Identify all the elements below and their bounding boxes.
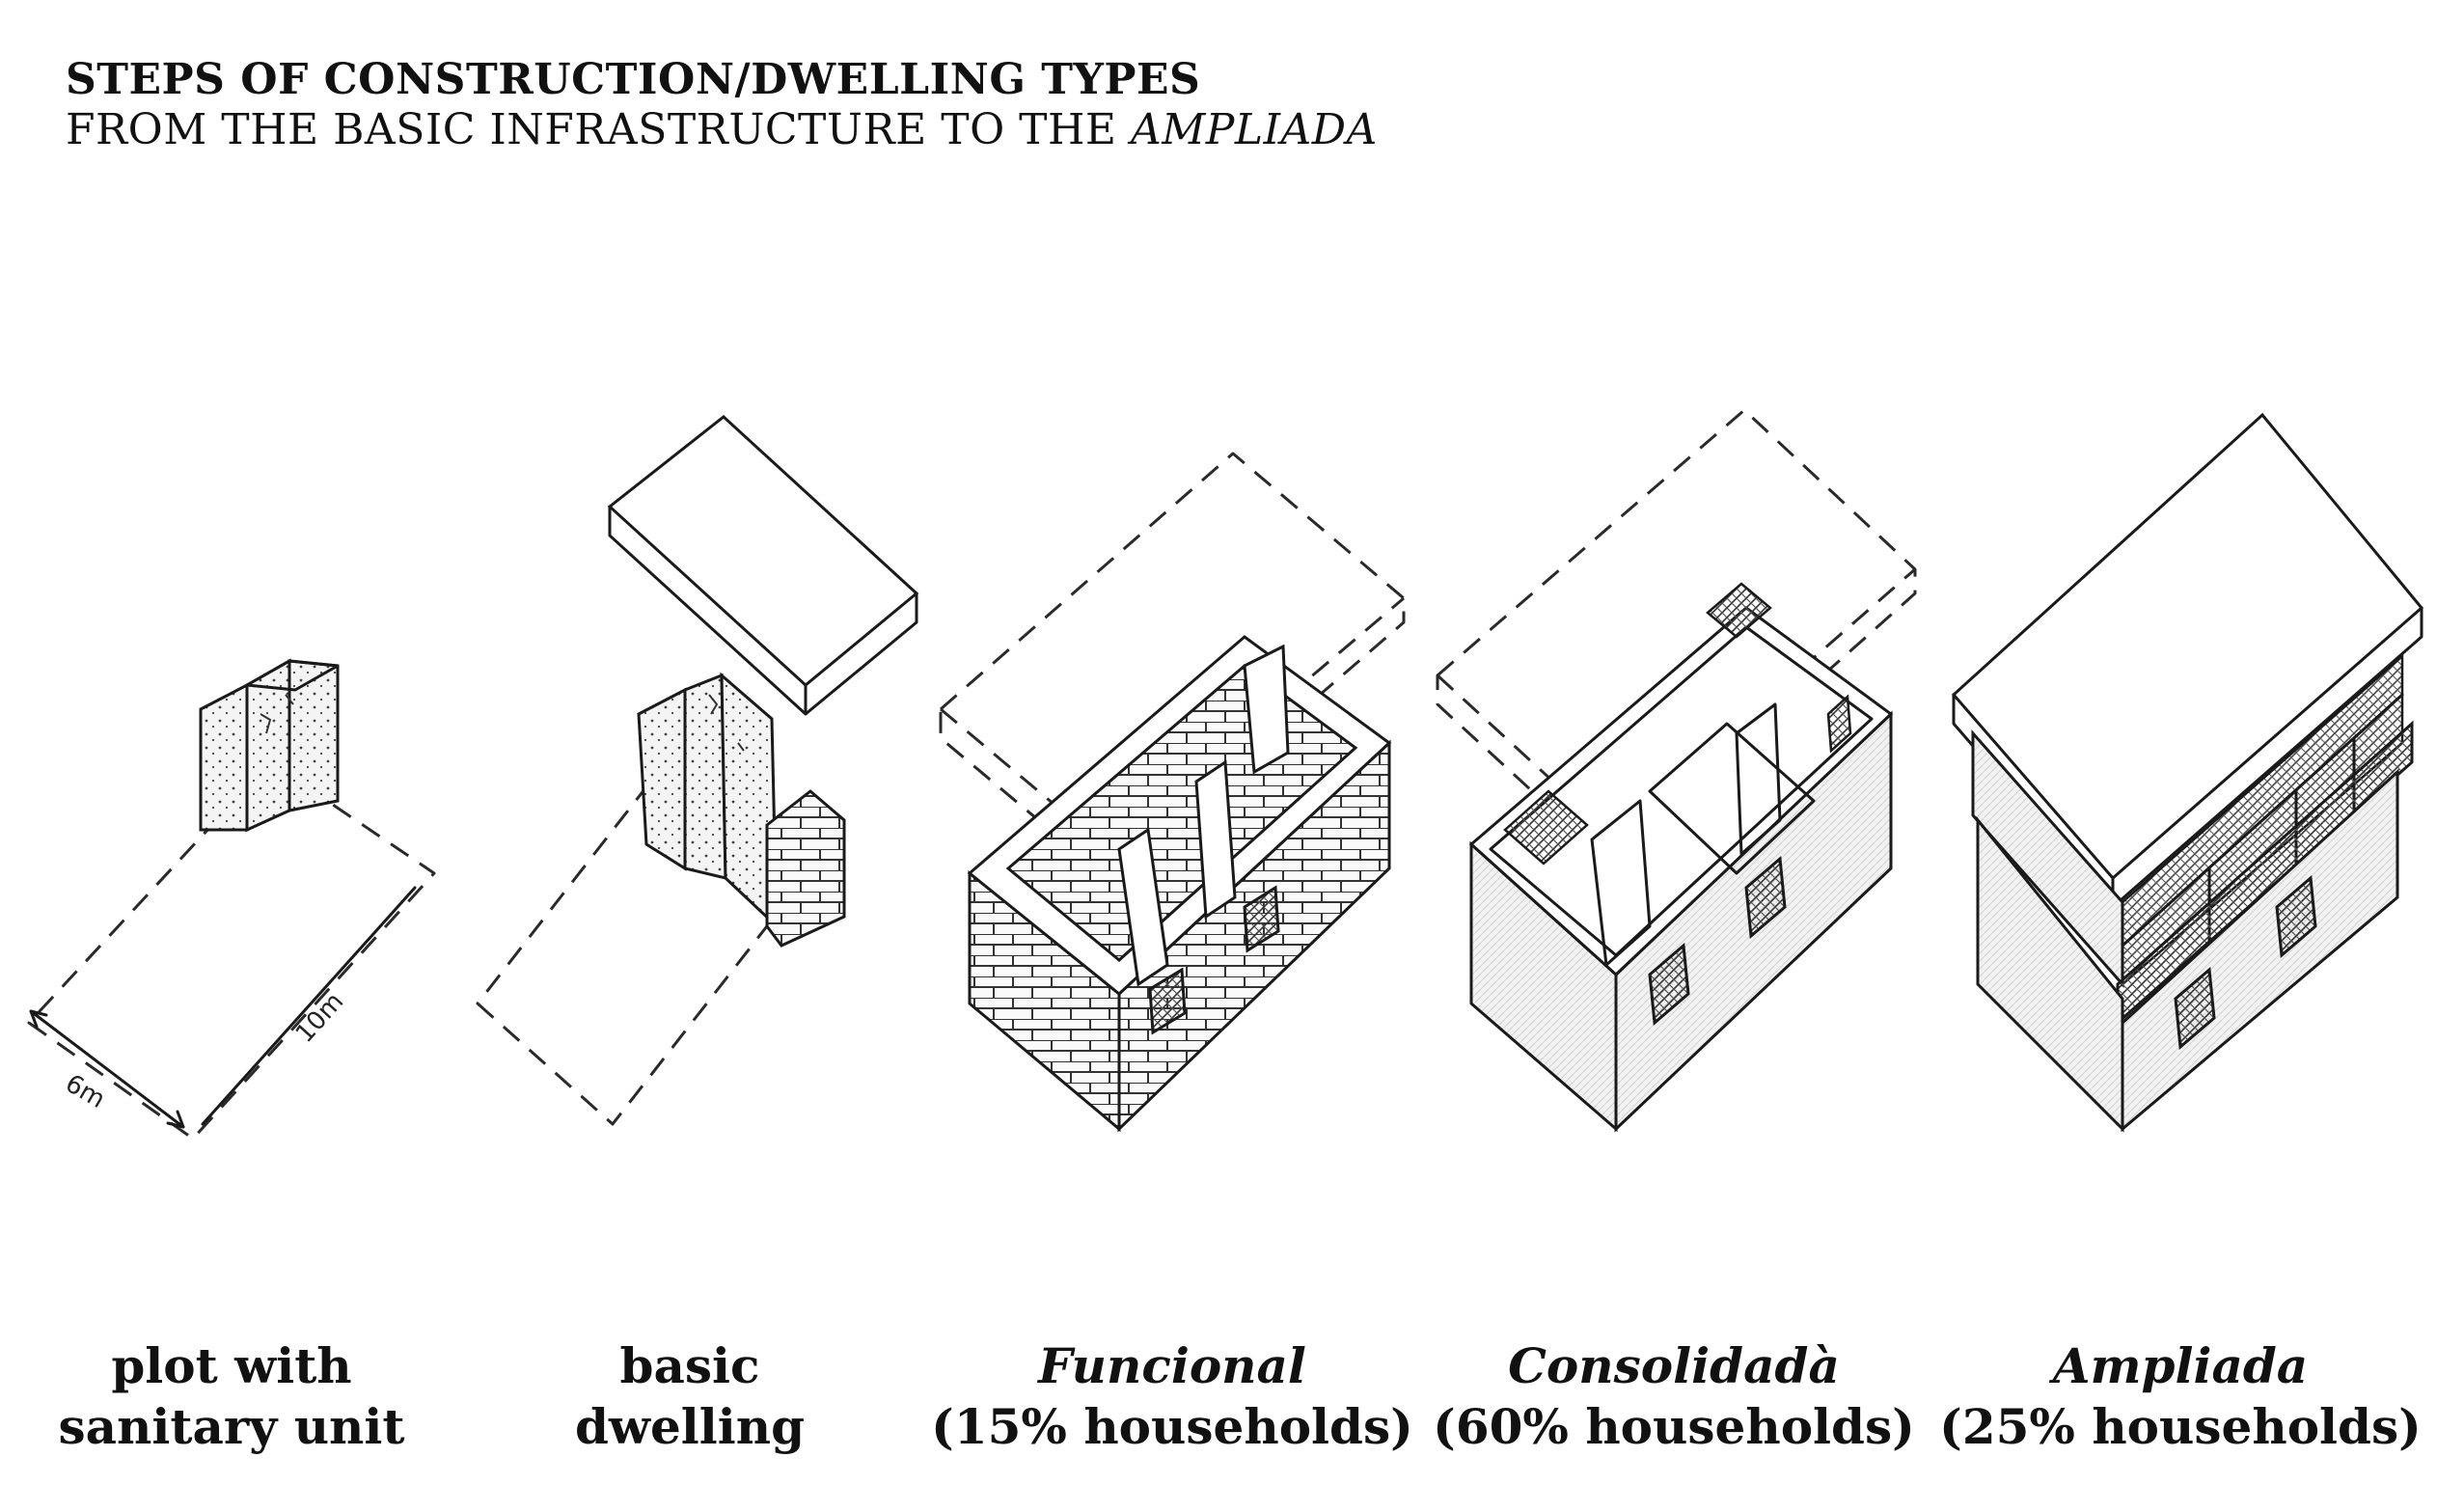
stage-label-plot: plot with sanitary unit <box>0 1336 502 1457</box>
header: STEPS OF CONSTRUCTION/DWELLING TYPES FRO… <box>66 55 1378 156</box>
funcional-window-2 <box>1243 885 1280 953</box>
consolidada-corner-screen <box>1503 789 1589 866</box>
stage-label-line2: (25% households) <box>1939 1397 2422 1455</box>
page-subtitle: FROM THE BASIC INFRASTRUCTURE TO THE AMP… <box>66 105 1378 156</box>
stage-label-line2: (60% households) <box>1433 1397 1915 1455</box>
consolidada-back-screen <box>1706 582 1772 639</box>
plot-outline <box>27 760 436 1141</box>
sanitary-unit-back-wall <box>287 659 340 812</box>
stage-3-funcional <box>939 452 1406 1133</box>
stage-2-basic-dwelling <box>476 415 919 1126</box>
stage-label-line2: sanitary unit <box>58 1397 405 1455</box>
ampliada-lower-side <box>2121 768 2399 1133</box>
stage-4-consolidada <box>1436 408 1917 1133</box>
stage-5-ampliada <box>1951 412 2424 1133</box>
consolidada-window-3 <box>1826 694 1852 754</box>
consolidada-window-1 <box>1648 942 1690 1027</box>
sanitary-wall-right <box>683 673 727 880</box>
brick-wall-front <box>765 789 846 948</box>
stage-label-line1: plot with <box>111 1337 352 1394</box>
funcional-window-1 <box>1148 967 1187 1035</box>
ampliada-window-1 <box>2174 966 2216 1051</box>
plot-length-label: 10m <box>290 987 349 1048</box>
subtitle-text: FROM THE BASIC INFRASTRUCTURE TO THE <box>66 104 1131 154</box>
stage-label-line1: basic <box>619 1337 760 1394</box>
stage-label-consolidada: Consolidadà (60% households) <box>1404 1336 1944 1457</box>
ampliada-window-2 <box>2275 874 2317 959</box>
width-dimension-arrow <box>29 1009 185 1129</box>
length-dimension-arrow <box>201 886 417 1126</box>
stage-label-line1: Consolidadà <box>1508 1337 1840 1394</box>
stage-label-basic: basic dwelling <box>420 1336 960 1457</box>
consolidada-window-2 <box>1744 855 1787 940</box>
stage-label-line2: dwelling <box>574 1397 806 1455</box>
stage-label-funcional: Funcional (15% households) <box>902 1336 1442 1457</box>
stage-label-ampliada: Ampliada (25% households) <box>1910 1336 2450 1457</box>
stage-label-line2: (15% households) <box>931 1397 1413 1455</box>
stage-label-line1: Ampliada <box>2052 1337 2309 1394</box>
stage-1-plot-sanitary-unit: 6m 10m <box>27 658 436 1141</box>
sanitary-unit-left-wall <box>199 682 249 832</box>
page-title: STEPS OF CONSTRUCTION/DWELLING TYPES <box>66 55 1201 104</box>
consolidada-top-rim <box>1468 606 1894 977</box>
subtitle-emphasis: AMPLIADA <box>1130 104 1378 154</box>
sanitary-wall-left <box>637 687 687 871</box>
stage-label-line1: Funcional <box>1038 1337 1306 1394</box>
roof-slab <box>607 415 919 687</box>
